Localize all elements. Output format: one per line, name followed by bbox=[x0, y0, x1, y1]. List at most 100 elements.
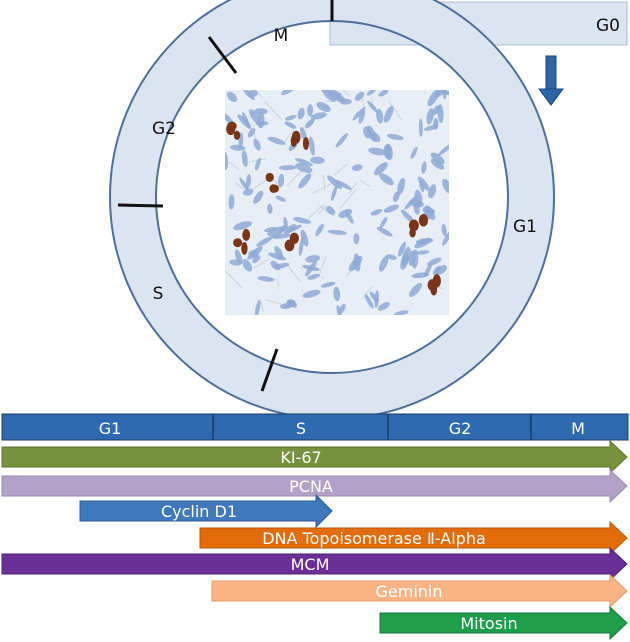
cell-nucleus bbox=[278, 173, 285, 188]
cell-nucleus bbox=[401, 246, 411, 266]
cell-nucleus bbox=[310, 156, 325, 164]
tissue-fibre bbox=[228, 161, 240, 171]
cell-nucleus bbox=[374, 290, 380, 308]
cell-nucleus bbox=[245, 174, 252, 189]
tissue-fibre bbox=[339, 188, 357, 210]
cell-nucleus bbox=[438, 143, 449, 156]
cell-nucleus bbox=[234, 249, 243, 265]
marker-cyclin-d1-arrow: Cyclin D1 bbox=[79, 493, 333, 529]
cell-nucleus bbox=[320, 281, 336, 288]
cell-nucleus bbox=[428, 184, 437, 199]
cell-nucleus bbox=[424, 263, 432, 277]
marker-ki67-label: KI-67 bbox=[280, 448, 321, 467]
cell-nucleus bbox=[242, 90, 255, 101]
cell-nucleus bbox=[404, 195, 418, 210]
cell-nucleus bbox=[241, 150, 248, 167]
marker-geminin-arrow: Geminin bbox=[211, 573, 628, 609]
cell-nucleus bbox=[256, 236, 273, 247]
cell-nucleus bbox=[242, 112, 251, 129]
cell-nucleus bbox=[292, 217, 312, 224]
cell-nucleus bbox=[304, 260, 317, 277]
cell-nucleus bbox=[334, 179, 352, 190]
cell-nucleus bbox=[255, 157, 261, 171]
marker-mcm-arrow: MCM bbox=[1, 546, 628, 582]
marker-topoisomerase-label: DNA Topoisomerase Ⅱ-Alpha bbox=[262, 529, 486, 548]
cell-nucleus bbox=[239, 177, 249, 191]
cell-nucleus bbox=[316, 101, 331, 112]
cell-nucleus bbox=[430, 158, 445, 170]
cell-nucleus bbox=[278, 225, 287, 234]
cell-nucleus bbox=[275, 195, 286, 202]
tissue-fibre bbox=[341, 90, 350, 96]
cell-nucleus bbox=[442, 230, 449, 246]
cell-nucleus bbox=[321, 90, 336, 102]
cell-nucleus bbox=[419, 181, 425, 193]
tissue-fibre bbox=[235, 182, 244, 190]
cell-nucleus bbox=[417, 176, 430, 191]
cell-nucleus bbox=[368, 147, 386, 156]
cell-nucleus bbox=[432, 105, 440, 116]
cell-nucleus bbox=[270, 233, 291, 239]
marker-mitosin-arrow: Mitosin bbox=[379, 605, 628, 641]
cell-nucleus bbox=[307, 273, 321, 280]
tissue-fibre bbox=[254, 90, 264, 99]
tissue-fibre bbox=[348, 182, 358, 194]
cell-nucleus bbox=[366, 90, 377, 96]
cell-nucleus bbox=[414, 237, 432, 249]
stained-nucleus bbox=[233, 130, 241, 140]
cell-nucleus bbox=[270, 260, 281, 271]
marker-pcna-label: PCNA bbox=[289, 477, 333, 496]
stained-nucleus bbox=[242, 229, 251, 241]
cell-nucleus bbox=[392, 191, 400, 202]
divider-s-g2 bbox=[117, 203, 164, 208]
ring-label-s: S bbox=[153, 284, 164, 304]
tissue-fibre bbox=[333, 163, 348, 176]
stained-nucleus bbox=[289, 232, 299, 244]
cell-nucleus bbox=[253, 138, 261, 151]
cell-nucleus bbox=[333, 286, 341, 302]
ring-band bbox=[110, 0, 554, 419]
cell-nucleus bbox=[267, 136, 286, 145]
cell-nucleus bbox=[298, 237, 304, 257]
marker-mcm-label: MCM bbox=[291, 555, 330, 574]
cell-nucleus bbox=[310, 112, 327, 120]
stained-nucleus bbox=[430, 283, 438, 296]
tissue-fibre bbox=[225, 270, 243, 289]
tissue-fibre bbox=[276, 278, 279, 289]
cell-nucleus bbox=[226, 91, 238, 103]
cell-nucleus bbox=[378, 90, 389, 97]
cell-nucleus bbox=[264, 226, 278, 233]
cell-nucleus bbox=[368, 131, 381, 143]
cell-nucleus bbox=[374, 162, 388, 176]
cell-nucleus bbox=[442, 178, 449, 194]
cell-nucleus bbox=[298, 173, 312, 189]
cell-nucleus bbox=[379, 173, 394, 186]
cell-nucleus bbox=[415, 250, 430, 255]
cell-nucleus bbox=[225, 151, 229, 171]
stained-nucleus bbox=[226, 123, 236, 136]
cell-nucleus bbox=[280, 303, 292, 310]
cell-nucleus bbox=[307, 104, 314, 117]
stained-nucleus bbox=[269, 184, 278, 193]
cell-nucleus bbox=[418, 118, 423, 137]
tissue-fibre bbox=[283, 128, 295, 144]
cell-nucleus bbox=[400, 209, 415, 223]
cell-nucleus bbox=[430, 152, 445, 165]
stained-nucleus bbox=[418, 214, 429, 227]
cell-nucleus bbox=[398, 241, 406, 257]
cell-nucleus bbox=[305, 255, 321, 263]
cell-nucleus bbox=[367, 100, 378, 113]
cell-nucleus bbox=[408, 283, 422, 297]
cell-nucleus bbox=[338, 208, 353, 218]
phase-bar-label-m: M bbox=[571, 419, 585, 438]
marker-mitosin-label: Mitosin bbox=[460, 614, 517, 633]
cell-nucleus bbox=[315, 223, 324, 237]
cell-nucleus bbox=[242, 188, 254, 196]
tissue-fibre bbox=[361, 285, 374, 300]
cell-nucleus bbox=[252, 255, 261, 264]
g0-label: G0 bbox=[596, 16, 620, 36]
phase-bar-background bbox=[1, 413, 629, 441]
cell-nucleus bbox=[304, 118, 315, 129]
marker-cyclin-d1-label: Cyclin D1 bbox=[161, 502, 237, 521]
